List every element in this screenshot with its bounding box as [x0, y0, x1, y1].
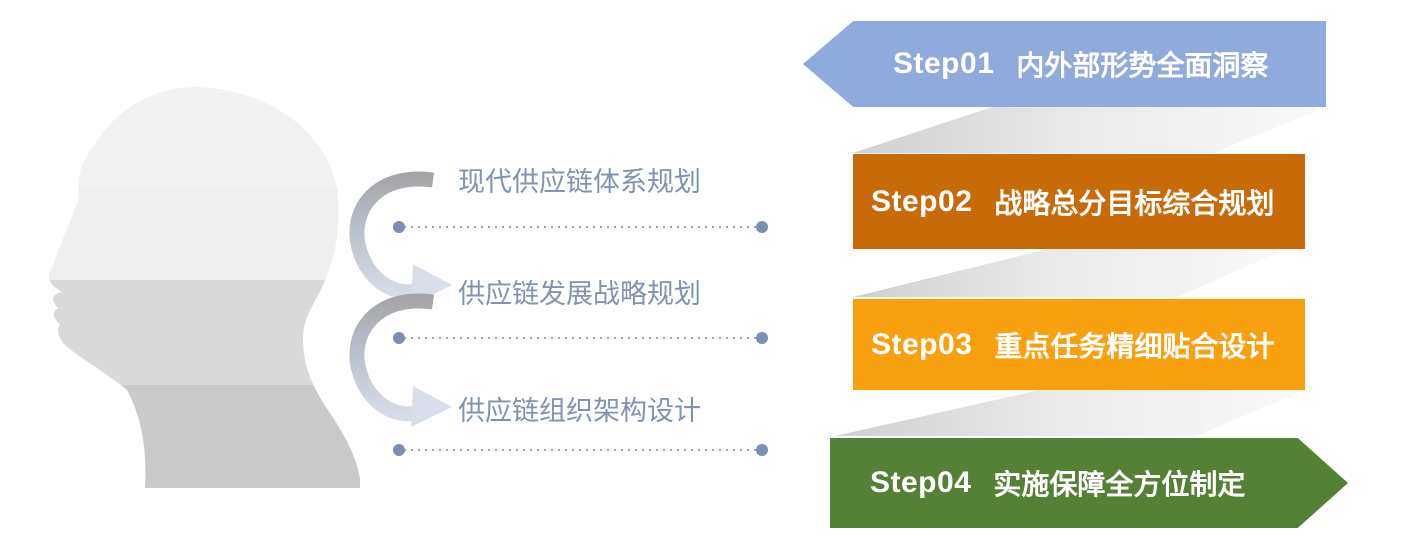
curved-arrow-2-arc: [349, 293, 435, 422]
head-silhouette: [48, 87, 360, 488]
step-banner-1: Step01 内外部形势全面洞察: [803, 21, 1326, 107]
step-banner-4-title: 实施保障全方位制定: [993, 469, 1246, 500]
dotted-line-1: [393, 221, 768, 233]
step-banner-4-number: Step04: [870, 466, 972, 499]
step-banner-2-number: Step02: [871, 184, 973, 218]
curved-arrow-2: [349, 293, 452, 427]
process-label-3: 供应链组织架构设计: [458, 396, 701, 426]
connector-ribbon-1: [853, 107, 1327, 153]
step-banner-3-title: 重点任务精细贴合设计: [994, 330, 1275, 362]
curved-arrow-1-arc: [349, 171, 435, 300]
step-banner-2: Step02 战略总分目标综合规划: [853, 154, 1305, 249]
step-banner-4: Step04 实施保障全方位制定: [830, 438, 1348, 528]
dotted-line-2-dot-right: [756, 332, 768, 344]
step-banner-3-number: Step03: [871, 327, 973, 361]
process-label-2: 供应链发展战略规划: [458, 279, 701, 309]
dotted-line-3: [393, 444, 768, 456]
curved-arrow-2-head: [411, 386, 452, 427]
head-band-3: [48, 280, 360, 385]
dotted-line-2: [393, 332, 768, 344]
curved-arrow-1: [349, 171, 452, 305]
dotted-line-3-dot-right: [756, 444, 768, 456]
process-label-1: 现代供应链体系规划: [458, 167, 701, 197]
dotted-line-1-dot-right: [756, 221, 768, 233]
step-banner-2-title: 战略总分目标综合规划: [994, 187, 1275, 219]
dotted-line-2-dot-left: [393, 332, 405, 344]
dotted-line-1-dot-left: [393, 221, 405, 233]
connector-ribbon-2: [853, 249, 1286, 297]
step-banner-1-number: Step01: [893, 47, 995, 80]
head-band-2: [48, 188, 360, 280]
connector-ribbon-3: [835, 390, 1305, 436]
dotted-line-3-dot-left: [393, 444, 405, 456]
head-band-4: [48, 385, 360, 488]
step-banner-1-title: 内外部形势全面洞察: [1016, 50, 1269, 81]
head-band-1: [48, 87, 360, 188]
step-banner-3: Step03 重点任务精细贴合设计: [853, 299, 1305, 390]
